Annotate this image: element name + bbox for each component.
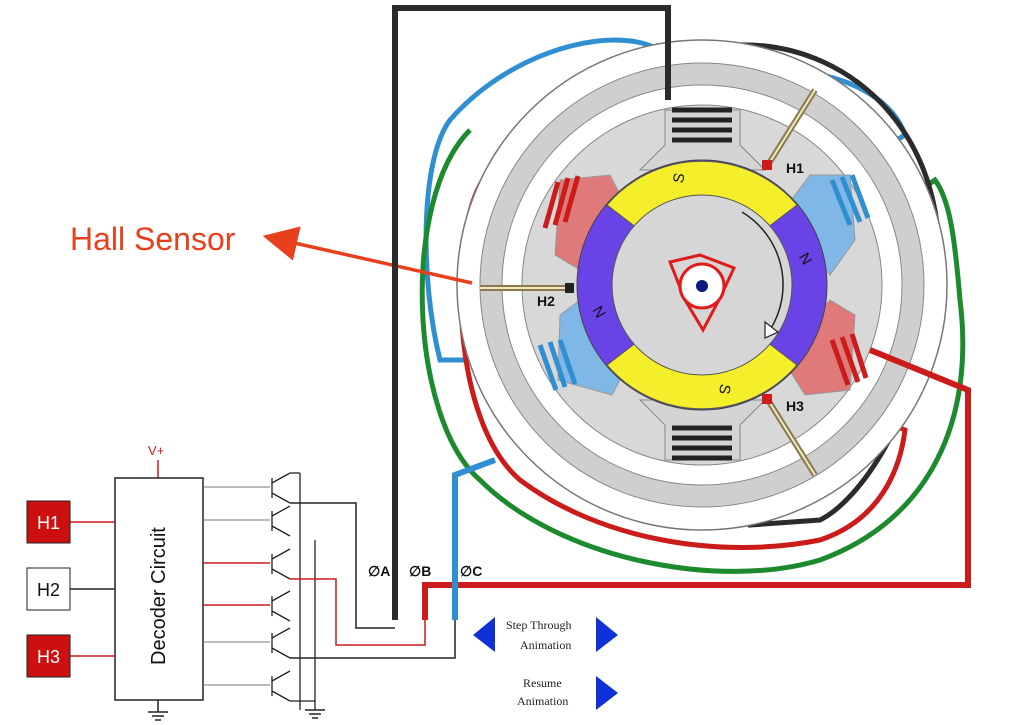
vplus-label: V+ (148, 443, 164, 458)
rotor: S N S N (576, 159, 828, 411)
resume-button[interactable] (596, 676, 618, 710)
hall-sensor-callout: Hall Sensor (70, 221, 473, 285)
step-label-line1: Step Through (506, 618, 571, 632)
stator-pole-top (638, 107, 767, 171)
phase-label-c: ∅C (460, 563, 482, 579)
green-phase-wire (419, 128, 966, 574)
rotor-shaft (696, 280, 708, 292)
svg-text:H3: H3 (786, 398, 804, 414)
hall-input-h2: H2 (26, 567, 71, 611)
rotation-arrow (741, 211, 784, 331)
resume-label-line1: Resume (523, 676, 562, 690)
hall-sensor-h2: H2 (480, 283, 574, 309)
svg-text:H1: H1 (786, 160, 804, 176)
svg-text:H2: H2 (537, 293, 555, 309)
step-back-button[interactable] (473, 617, 495, 652)
hall-input-h3: H3 (26, 634, 71, 678)
decoder-label: Decoder Circuit (148, 527, 170, 665)
resume-label-line2: Animation (517, 694, 568, 708)
step-label-line2: Animation (520, 638, 571, 652)
phase-label-b: ∅B (409, 563, 431, 579)
svg-text:H1: H1 (37, 513, 60, 533)
phase-b-lead (422, 347, 971, 620)
magnet-label-s-top: S (670, 172, 688, 185)
hall-sensor-h3: H3 (762, 394, 818, 477)
driver-circuit: V+ Decoder Circuit (70, 443, 456, 721)
hall-sensors: H1 H2 H3 (480, 88, 818, 477)
svg-text:H3: H3 (37, 647, 60, 667)
phase-label-a: ∅A (368, 563, 390, 579)
decoder-box (114, 477, 204, 701)
phase-c-lead (452, 457, 497, 620)
phase-a-lead (392, 5, 671, 620)
magnet-label-s-bottom: S (715, 383, 733, 396)
phase-leads (392, 5, 971, 620)
hall-input-h1: H1 (26, 500, 71, 544)
svg-text:H2: H2 (37, 580, 60, 600)
hall-sensor-h1: H1 (762, 88, 818, 176)
svg-text:Hall Sensor: Hall Sensor (70, 221, 236, 257)
step-forward-button[interactable] (596, 617, 618, 652)
